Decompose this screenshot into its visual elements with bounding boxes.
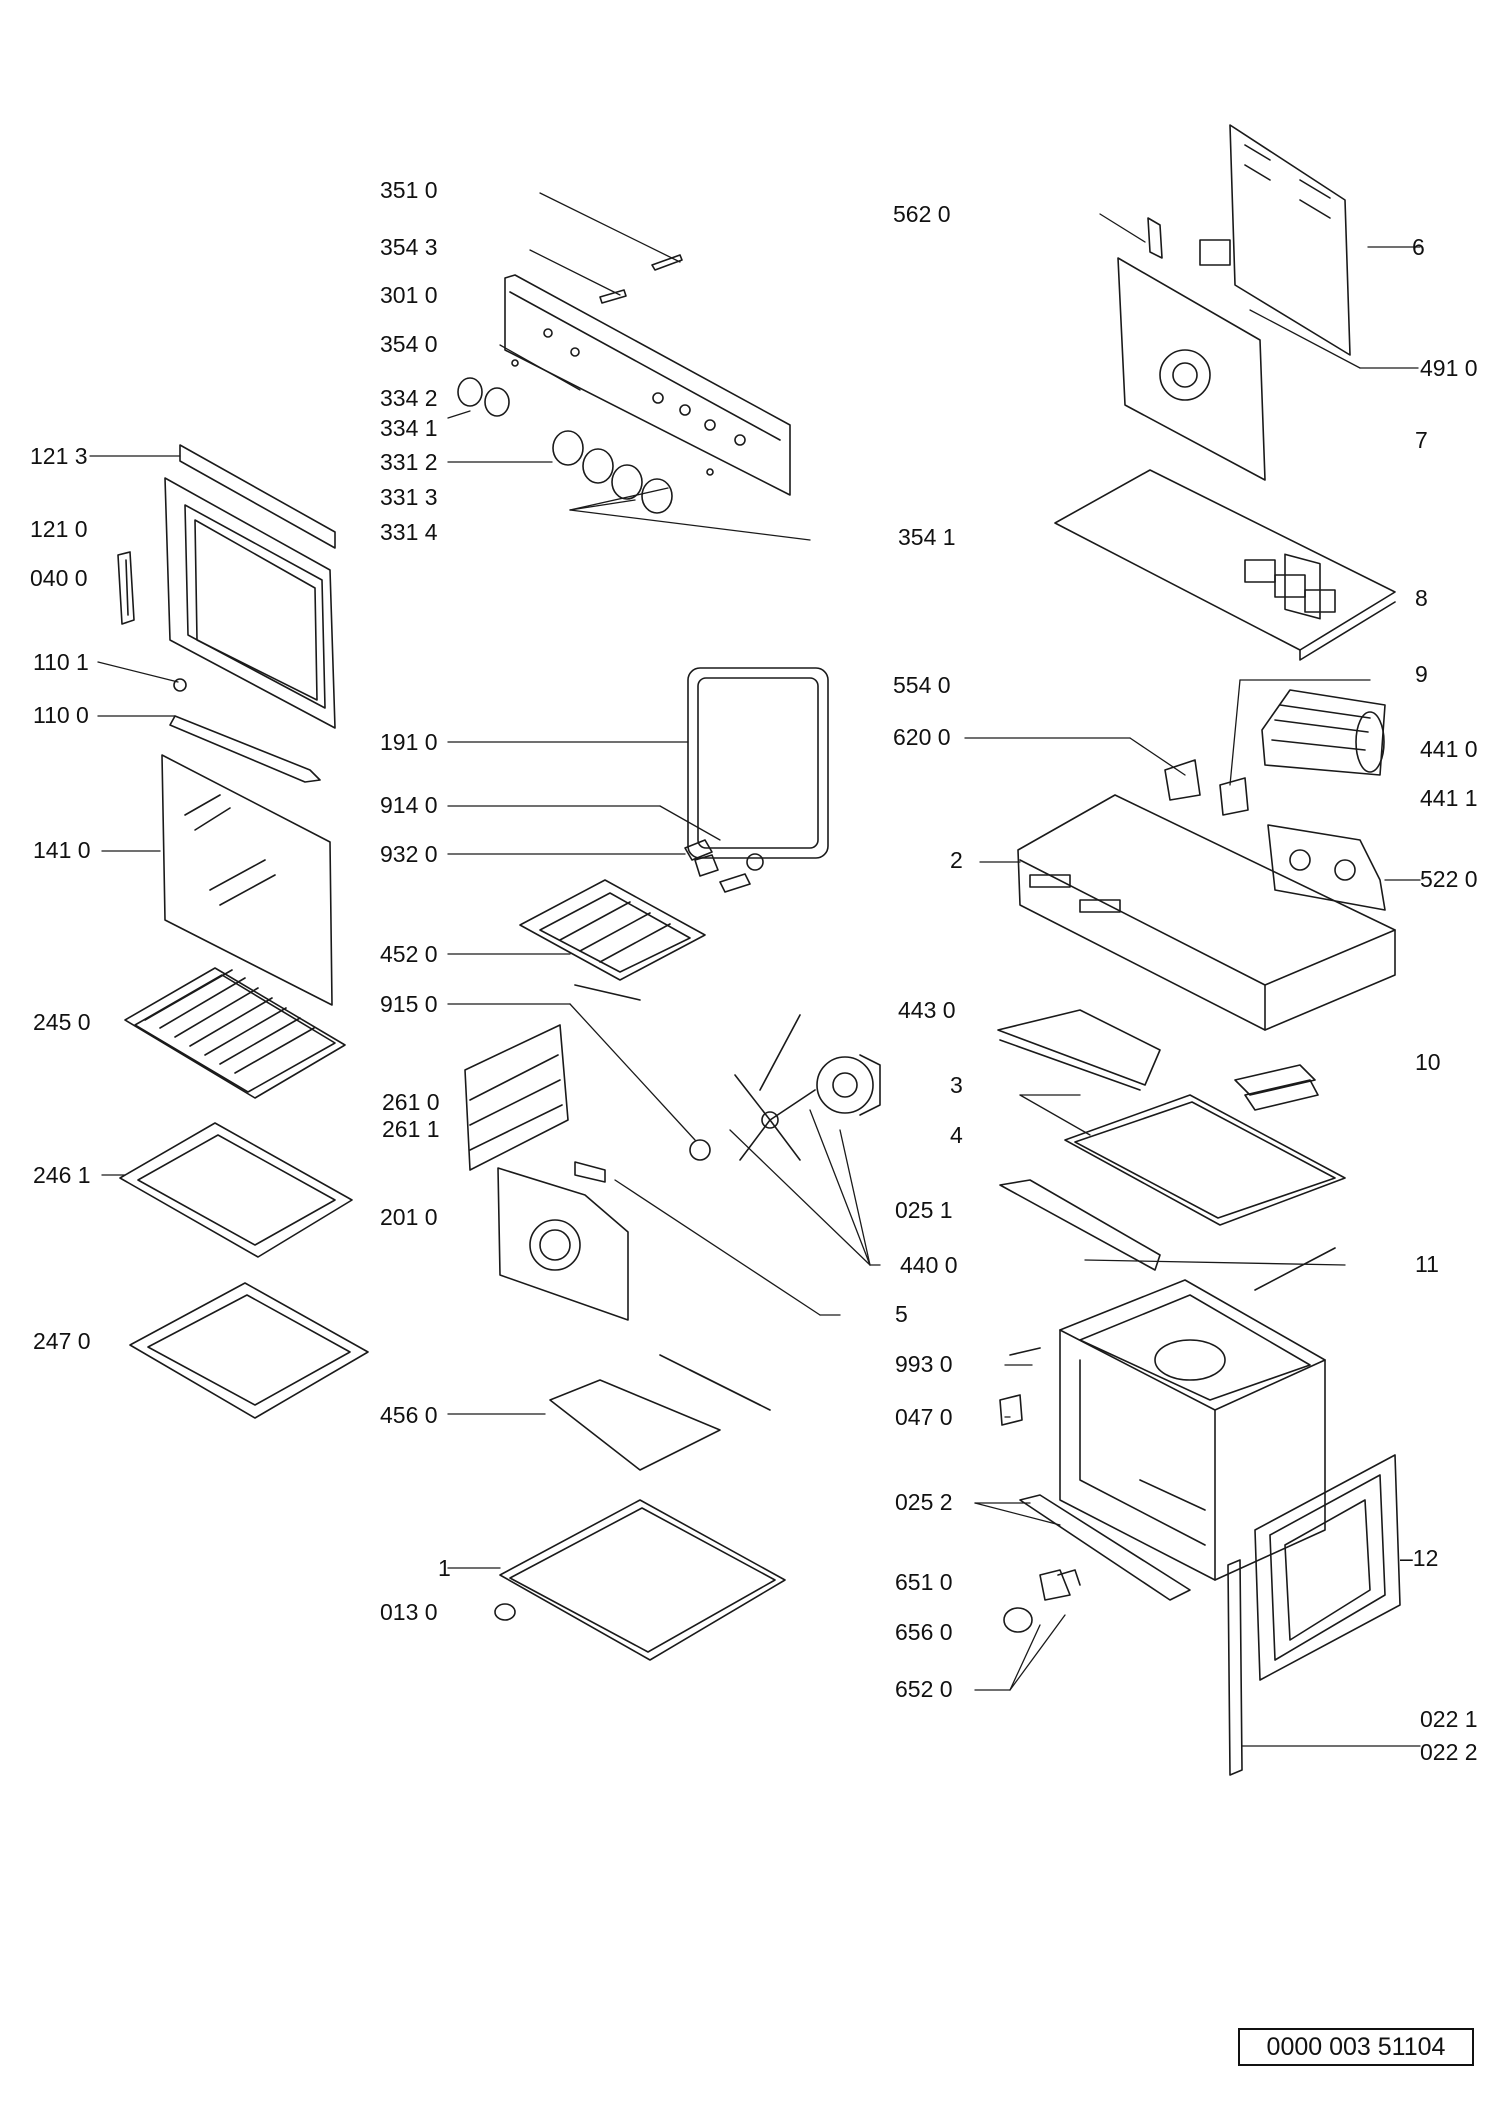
label-301-0: 301 0: [380, 282, 438, 308]
label-022-1: 022 1: [1420, 1706, 1478, 1732]
label-11: 11: [1415, 1251, 1439, 1277]
label-246-1: 246 1: [33, 1162, 91, 1188]
leader-lines: [89, 192, 1421, 1747]
label-245-0: 245 0: [33, 1009, 91, 1035]
switches: [1164, 759, 1249, 816]
label-110-0: 110 0: [33, 702, 89, 728]
label-141-0: 141 0: [33, 837, 91, 863]
back-panel: [1229, 124, 1351, 620]
label-656-0: 656 0: [895, 1619, 953, 1645]
label-10: 10: [1415, 1049, 1441, 1075]
bottom-panel: [494, 1499, 786, 1661]
screw-parts: [599, 254, 683, 304]
label-121-0: 121 0: [30, 516, 88, 542]
baking-tray: [119, 1122, 353, 1258]
top-panel: [1064, 1094, 1346, 1226]
label-022-2: 022 2: [1420, 1739, 1478, 1765]
label-456-0: 456 0: [380, 1402, 438, 1428]
label-522-0: 522 0: [1420, 866, 1478, 892]
label-441-0: 441 0: [1420, 736, 1478, 762]
grill-element: [519, 879, 706, 1001]
side-strip: [999, 1179, 1336, 1291]
control-knobs: [457, 377, 673, 514]
cooling-fan: [1261, 689, 1386, 776]
door-handle: [117, 551, 135, 625]
label-2: 2: [950, 847, 963, 873]
label-651-0: 651 0: [895, 1569, 953, 1595]
label-261-1: 261 1: [382, 1116, 440, 1142]
label-12: –12: [1400, 1545, 1438, 1571]
label-6: 6: [1412, 234, 1425, 260]
oven-lamp: [1003, 1569, 1081, 1633]
label-915-0: 915 0: [380, 991, 438, 1017]
label-334-1: 334 1: [380, 415, 438, 441]
label-932-0: 932 0: [380, 841, 438, 867]
label-354-0: 354 0: [380, 331, 438, 357]
lower-strip: [1019, 1494, 1191, 1601]
label-351-0: 351 0: [380, 177, 438, 203]
oven-door-inner: [1254, 1454, 1401, 1681]
label-121-3: 121 3: [30, 443, 88, 469]
label-025-1: 025 1: [895, 1197, 953, 1223]
label-025-2: 025 2: [895, 1489, 953, 1515]
label-4: 4: [950, 1122, 963, 1148]
oven-door-assembly: [164, 444, 336, 729]
oven-cavity: [1059, 1279, 1326, 1581]
label-914-0: 914 0: [380, 792, 438, 818]
door-glass: [161, 754, 333, 1006]
lamp-parts: [684, 839, 764, 893]
label-331-3: 331 3: [380, 484, 438, 510]
label-7: 7: [1415, 427, 1428, 453]
label-440-0: 440 0: [900, 1252, 958, 1278]
label-013-0: 013 0: [380, 1599, 438, 1625]
label-047-0: 047 0: [895, 1404, 953, 1430]
upper-housing: [1017, 794, 1396, 1031]
label-452-0: 452 0: [380, 941, 438, 967]
wire-shelf: [124, 967, 346, 1099]
label-443-0: 443 0: [898, 997, 956, 1023]
side-rails: [464, 1024, 569, 1171]
door-seal: [687, 667, 829, 859]
label-354-3: 354 3: [380, 234, 438, 260]
rear-frame: [1117, 217, 1266, 481]
label-354-1: 354 1: [898, 524, 956, 550]
label-331-4: 331 4: [380, 519, 438, 545]
drip-pan: [129, 1282, 369, 1419]
label-110-1: 110 1: [33, 649, 89, 675]
timer-module: [1267, 824, 1386, 911]
fan-motor: [816, 1054, 881, 1116]
fan-blade: [689, 1014, 816, 1161]
label-1: 1: [438, 1555, 451, 1581]
label-201-0: 201 0: [380, 1204, 438, 1230]
label-620-0: 620 0: [893, 724, 951, 750]
label-993-0: 993 0: [895, 1351, 953, 1377]
label-040-0: 040 0: [30, 565, 88, 591]
top-cover: [1054, 469, 1396, 661]
document-code: 0000 003 51104: [1238, 2028, 1474, 2066]
label-562-0: 562 0: [893, 201, 951, 227]
hinge: [1227, 1559, 1243, 1776]
label-191-0: 191 0: [380, 729, 438, 755]
duct-piece: [1234, 1064, 1319, 1111]
door-hinge-part: [169, 678, 321, 783]
label-261-0: 261 0: [382, 1089, 440, 1115]
label-5: 5: [895, 1301, 908, 1327]
label-652-0: 652 0: [895, 1676, 953, 1702]
label-9: 9: [1415, 661, 1428, 687]
trim-strip: [997, 1009, 1161, 1091]
fan-cover: [497, 1161, 629, 1321]
grill-heater: [549, 1354, 771, 1471]
label-247-0: 247 0: [33, 1328, 91, 1354]
label-554-0: 554 0: [893, 672, 951, 698]
label-441-1: 441 1: [1420, 785, 1478, 811]
label-3: 3: [950, 1072, 963, 1098]
label-334-2: 334 2: [380, 385, 438, 411]
label-8: 8: [1415, 585, 1428, 611]
small-parts: [999, 1347, 1041, 1426]
control-panel: [504, 274, 791, 496]
label-491-0: 491 0: [1420, 355, 1478, 381]
label-331-2: 331 2: [380, 449, 438, 475]
